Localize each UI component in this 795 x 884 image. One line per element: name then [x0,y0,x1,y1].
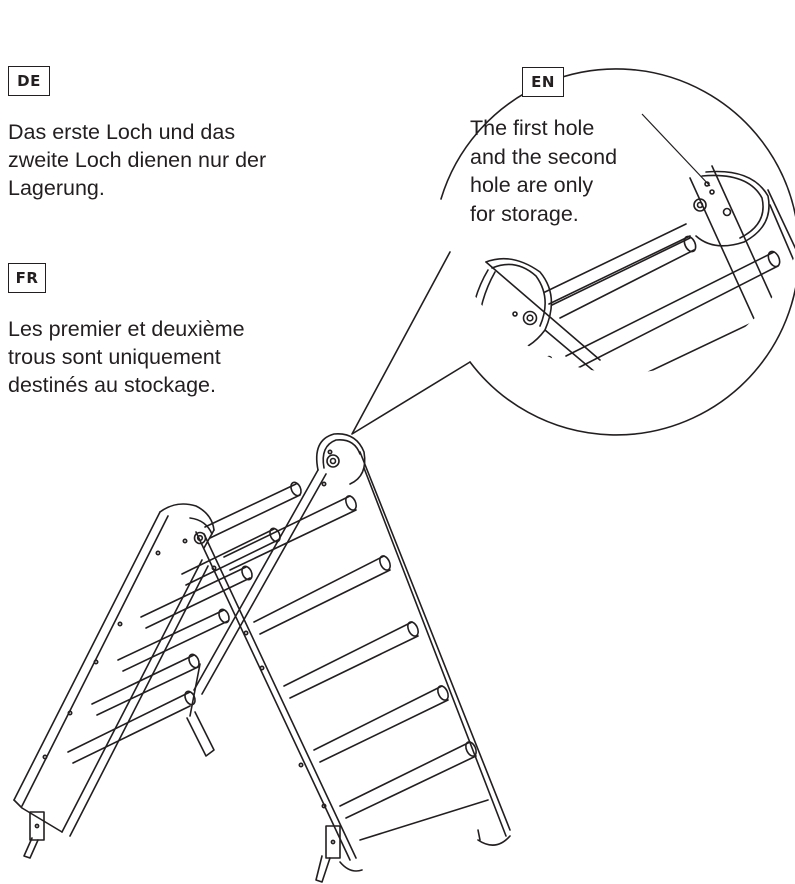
callout-pointer [351,251,471,435]
fr-language-badge: FR [8,263,46,293]
fr-instruction-text: Les premier et deuxième trous sont uniqu… [8,317,245,397]
de-instruction-text: Das erste Loch und das zweite Loch diene… [8,120,267,200]
back-right-rail [186,469,327,757]
short-side-rungs [67,481,302,764]
en-instruction-text: The first hole and the second hole are o… [470,116,618,226]
front-left-rail [13,503,215,837]
de-language-badge: DE [8,66,50,96]
long-ladder-side [195,433,511,872]
right-foot-bracket [315,825,341,883]
left-foot-bracket [23,811,45,859]
en-language-badge: EN [522,67,564,97]
ladder-assembly [13,433,511,883]
